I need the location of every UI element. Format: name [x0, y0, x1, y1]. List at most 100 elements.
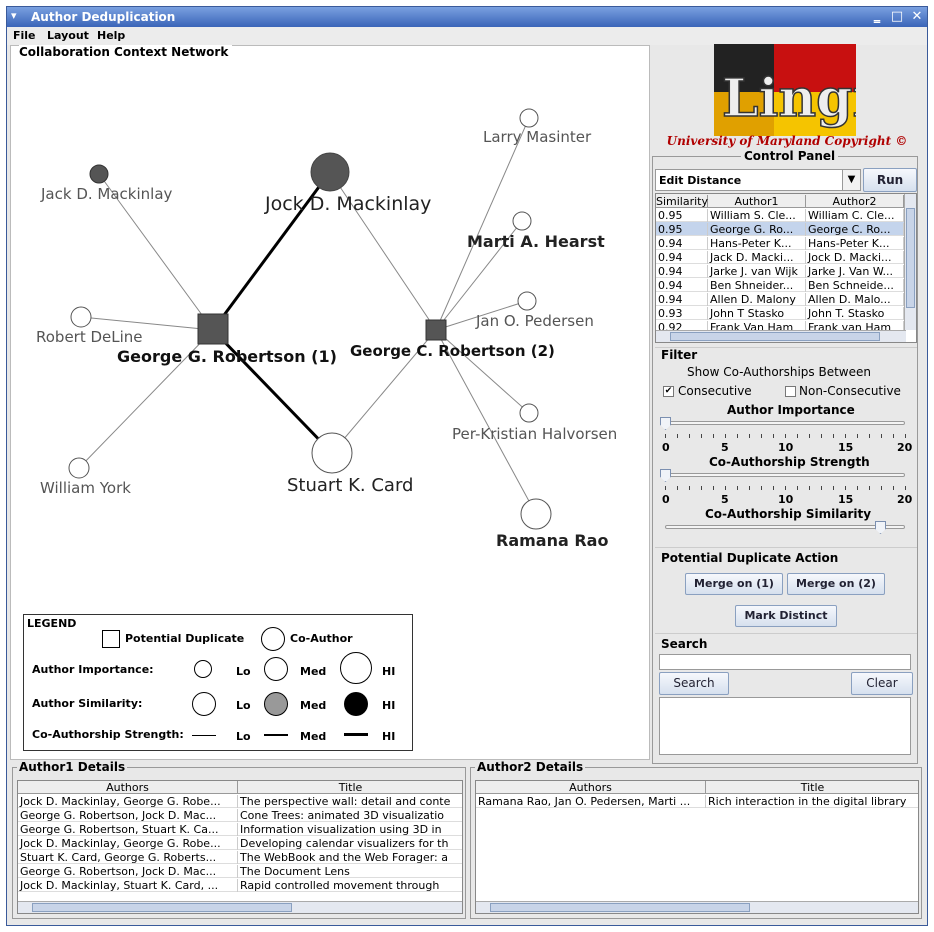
- legend-title: LEGEND: [27, 617, 77, 630]
- header-authors[interactable]: Authors: [476, 781, 706, 794]
- node-george-c[interactable]: [425, 319, 447, 341]
- node-jan[interactable]: [517, 291, 537, 311]
- header-title[interactable]: Title: [706, 781, 918, 794]
- show-between-label: Show Co-Authorships Between: [687, 365, 871, 379]
- author1-table[interactable]: Authors Title Jock D. Mackinlay, George …: [17, 780, 463, 914]
- similarity-table-vscroll[interactable]: [904, 194, 916, 330]
- node-marti[interactable]: [512, 211, 532, 231]
- node-george-g[interactable]: [197, 313, 229, 345]
- menu-help[interactable]: Help: [97, 29, 126, 42]
- similarity-table-header: Similarity Author1 Author2: [656, 194, 906, 208]
- importance-slider-thumb[interactable]: [660, 417, 671, 430]
- importance-tick-10: 10: [778, 441, 794, 454]
- importance-tick-0: 0: [662, 441, 670, 454]
- network-graph[interactable]: Jack D. Mackinlay Jock D. Mackinlay Larr…: [11, 46, 649, 759]
- maximize-button[interactable]: □: [890, 9, 904, 24]
- table-row[interactable]: George G. Robertson, Stuart K. Ca...Info…: [18, 822, 462, 836]
- consecutive-label[interactable]: Consecutive: [678, 384, 752, 398]
- table-row[interactable]: Stuart K. Card, George G. Roberts...The …: [18, 850, 462, 864]
- title-bar[interactable]: ▾ Author Deduplication ‗ □ ✕: [7, 7, 927, 27]
- node-robert[interactable]: [70, 306, 92, 328]
- strength-lo-line: [192, 735, 216, 736]
- author2-hscroll[interactable]: [476, 901, 918, 913]
- author1-hscroll[interactable]: [18, 901, 462, 913]
- author1-header: Authors Title: [18, 781, 462, 794]
- header-authors[interactable]: Authors: [18, 781, 238, 794]
- legend: LEGEND Potential Duplicate Co-Author Aut…: [23, 614, 413, 751]
- label-ramana: Ramana Rao: [496, 531, 608, 550]
- run-button[interactable]: Run: [863, 168, 917, 192]
- logo-text: Lingis: [722, 68, 856, 129]
- strength-slider[interactable]: [665, 473, 905, 477]
- similarity-slider-thumb[interactable]: [875, 521, 886, 534]
- table-row[interactable]: George G. Robertson, Jock D. Mac...Cone …: [18, 808, 462, 822]
- header-author2[interactable]: Author2: [806, 195, 904, 208]
- importance-lo-icon: [194, 660, 212, 678]
- consecutive-checkbox[interactable]: ✔: [663, 386, 674, 397]
- collaboration-network-panel: Collaboration Context Network: [10, 45, 650, 760]
- label-william: William York: [40, 479, 131, 497]
- importance-slider[interactable]: [665, 421, 905, 425]
- menu-file[interactable]: File: [13, 29, 36, 42]
- search-button[interactable]: Search: [659, 672, 729, 695]
- author1-details-title: Author1 Details: [17, 760, 128, 774]
- menu-bar: File Layout Help: [7, 27, 927, 45]
- header-author1[interactable]: Author1: [708, 195, 806, 208]
- scroll-thumb[interactable]: [906, 208, 915, 308]
- importance-label: Author Importance: [727, 403, 855, 417]
- header-similarity[interactable]: Similarity: [656, 195, 709, 208]
- similarity-hi-icon: [344, 692, 368, 716]
- table-row[interactable]: Jock D. Mackinlay, George G. Robe...Deve…: [18, 836, 462, 850]
- header-title[interactable]: Title: [238, 781, 462, 794]
- table-row[interactable]: George G. Robertson, Jock D. Mac...The D…: [18, 864, 462, 878]
- mark-distinct-button[interactable]: Mark Distinct: [735, 605, 837, 627]
- importance-tick-20: 20: [897, 441, 913, 454]
- node-william[interactable]: [68, 457, 90, 479]
- label-george-c: George C. Robertson (2): [350, 342, 555, 360]
- minimize-button[interactable]: ‗: [873, 9, 881, 24]
- node-jock[interactable]: [310, 152, 350, 192]
- scroll-thumb[interactable]: [32, 903, 292, 912]
- chevron-down-icon[interactable]: ▼: [842, 170, 860, 190]
- menu-layout[interactable]: Layout: [47, 29, 89, 42]
- scroll-thumb[interactable]: [670, 332, 880, 341]
- node-larry[interactable]: [519, 108, 539, 128]
- strength-tick-10: 10: [778, 493, 794, 506]
- strength-slider-thumb[interactable]: [660, 469, 671, 482]
- similarity-slider[interactable]: [665, 525, 905, 529]
- search-results[interactable]: [659, 697, 911, 755]
- clear-button[interactable]: Clear: [851, 672, 913, 695]
- merge-2-button[interactable]: Merge on (2): [787, 573, 885, 595]
- non-consecutive-checkbox[interactable]: [785, 386, 796, 397]
- table-row[interactable]: Jock D. Mackinlay, Stuart K. Card, ...Ra…: [18, 878, 462, 892]
- author2-details-panel: Author2 Details Authors Title Ramana Rao…: [470, 760, 922, 919]
- similarity-lo-icon: [192, 692, 216, 716]
- merge-1-button[interactable]: Merge on (1): [685, 573, 783, 595]
- table-row[interactable]: Jock D. Mackinlay, George G. Robe...The …: [18, 794, 462, 808]
- node-stuart[interactable]: [311, 432, 353, 474]
- search-input[interactable]: [659, 654, 911, 670]
- algorithm-select[interactable]: Edit Distance ▼: [655, 169, 861, 191]
- node-per[interactable]: [519, 403, 539, 423]
- similarity-table-hscroll[interactable]: [656, 330, 906, 342]
- network-title: Collaboration Context Network: [19, 45, 233, 59]
- table-row[interactable]: Ramana Rao, Jan O. Pedersen, Marti ...Ri…: [476, 794, 918, 808]
- node-ramana[interactable]: [520, 498, 552, 530]
- strength-tick-15: 15: [838, 493, 854, 506]
- window-menu-icon[interactable]: ▾: [11, 9, 17, 22]
- author2-table[interactable]: Authors Title Ramana Rao, Jan O. Pederse…: [475, 780, 919, 914]
- close-button[interactable]: ✕: [911, 9, 923, 24]
- node-jack[interactable]: [89, 164, 109, 184]
- non-consecutive-label[interactable]: Non-Consecutive: [799, 384, 901, 398]
- importance-med-icon: [264, 657, 288, 681]
- scroll-thumb[interactable]: [490, 903, 750, 912]
